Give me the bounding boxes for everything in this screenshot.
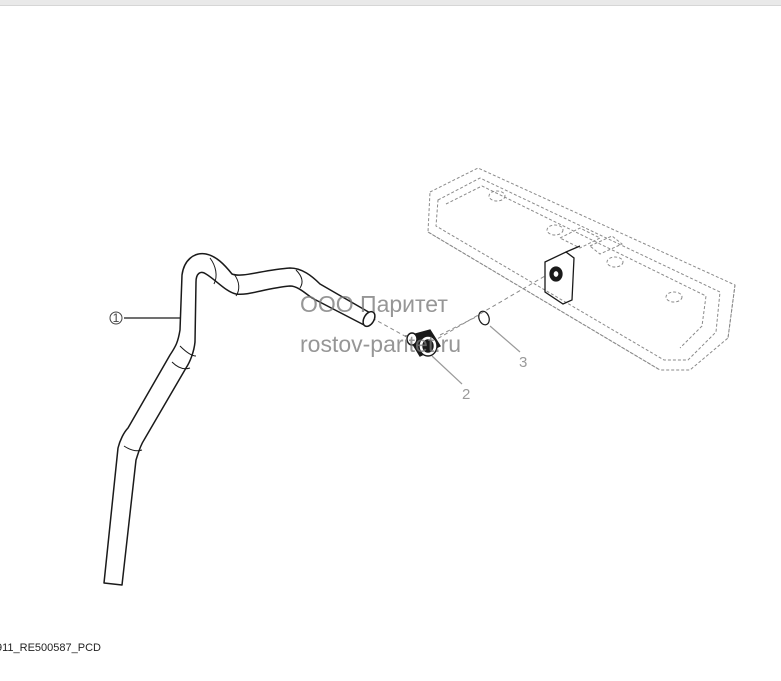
breather-tube — [103, 252, 376, 586]
watermark-url: rostov-paritet.ru — [300, 331, 462, 357]
cover-port-boss — [544, 245, 581, 305]
o-ring — [478, 310, 490, 326]
drawing-id: 911_RE500587_PCD — [0, 642, 101, 654]
callout-leaders — [124, 317, 521, 385]
callout-3-label: 3 — [519, 354, 527, 371]
callout-1-label: 1 — [113, 311, 120, 325]
callout-1: 1 — [109, 311, 123, 325]
top-border — [0, 0, 781, 6]
callout-2-label: 2 — [462, 386, 470, 403]
watermark-company: ООО Паритет — [300, 291, 448, 317]
tube-fitting — [406, 329, 442, 357]
rocker-cover — [427, 167, 736, 371]
assembly-centerlines — [371, 275, 546, 343]
